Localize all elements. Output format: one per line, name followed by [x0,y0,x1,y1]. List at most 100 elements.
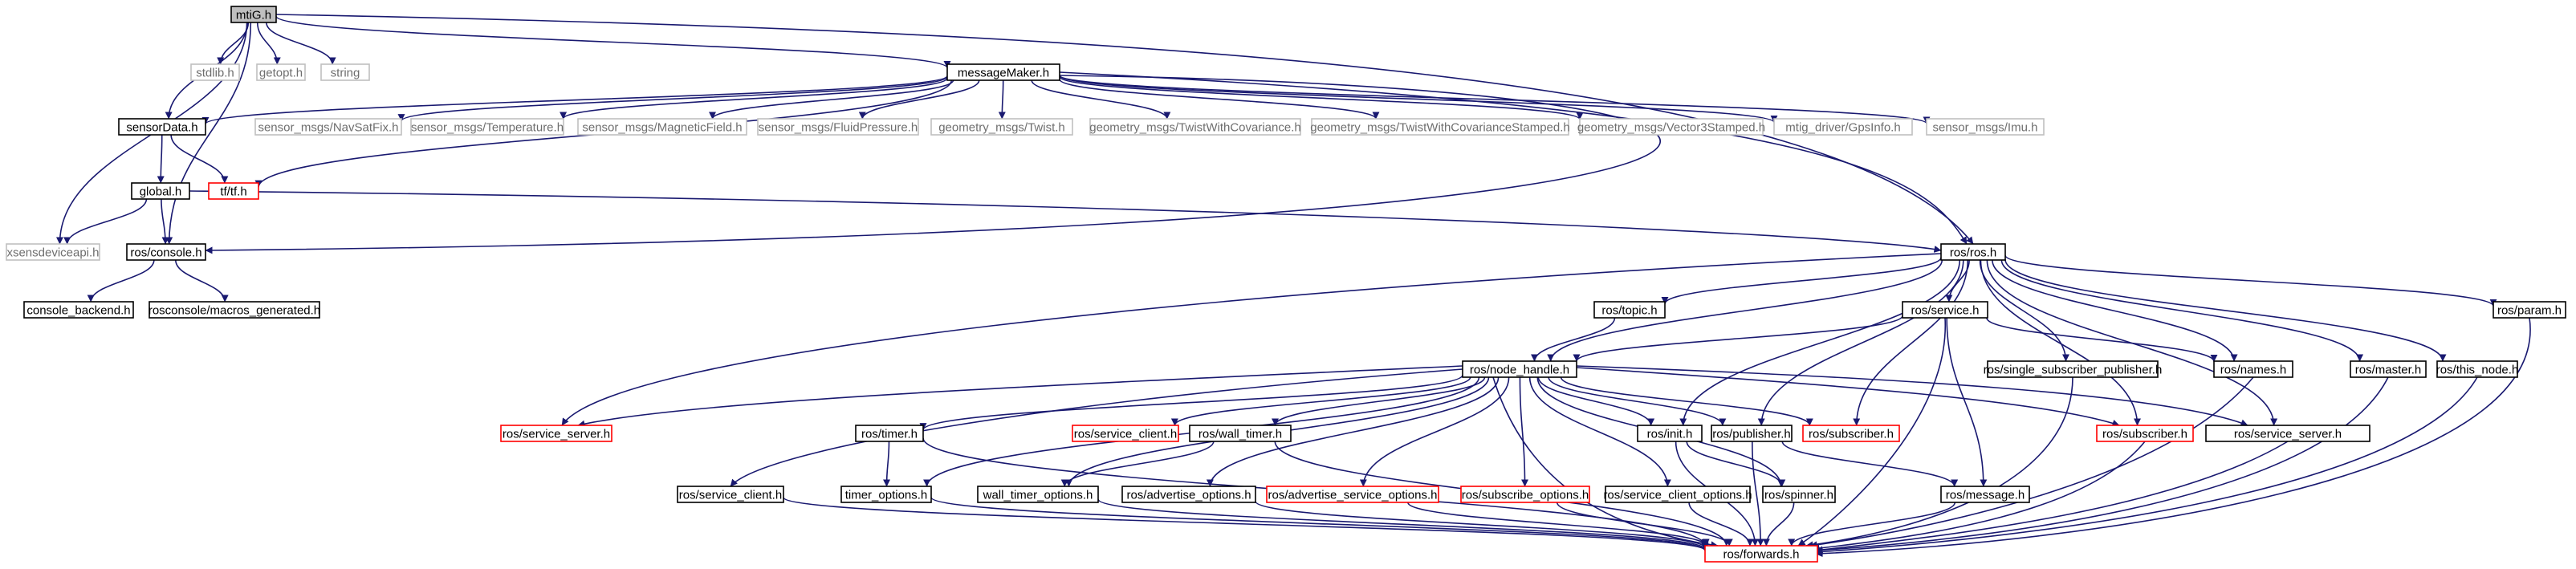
node-advertiseserviceoptions[interactable]: ros/advertise_service_options.h [1266,486,1439,503]
node-label-twistcov: geometry_msgs/TwistWithCovariance.h [1089,121,1300,135]
node-walltimeroptions[interactable]: wall_timer_options.h [977,486,1099,503]
node-names[interactable]: ros/names.h [2213,360,2293,378]
node-label-thisnode: ros/this_node.h [2436,364,2519,377]
node-box-string [320,63,370,81]
node-label-getopt: getopt.h [259,67,303,80]
node-box-spinner [1762,486,1836,503]
edge-messageMaker-to-navsat [397,75,948,122]
edge-messageMaker-to-imu [1059,75,1931,124]
node-label-twist: geometry_msgs/Twist.h [938,121,1065,135]
edge-nodehandle-to-subscribeoptions [1519,376,1529,487]
node-box-vector3 [1579,118,1764,136]
edge-messageMaker-to-twist [998,79,1006,120]
edge-names-to-forwards [1809,376,2254,549]
node-box-console [126,243,206,261]
node-messageMaker[interactable]: messageMaker.h [946,63,1060,81]
node-twistcov: geometry_msgs/TwistWithCovariance.h [1089,118,1301,136]
node-box-sensorData [118,118,206,136]
node-serviceclient2[interactable]: ros/service_client.h [677,486,784,503]
node-consolebackend[interactable]: console_backend.h [23,301,134,319]
node-label-sensorData: sensorData.h [126,121,197,135]
node-publisher[interactable]: ros/publisher.h [1711,425,1793,442]
node-subscriber1[interactable]: ros/subscriber.h [1802,425,1900,442]
node-label-magnetic: sensor_msgs/MagneticField.h [582,121,742,135]
node-console[interactable]: ros/console.h [126,243,206,261]
node-label-stdlib: stdlib.h [196,67,234,80]
node-serviceclientoptions[interactable]: ros/service_client_options.h [1603,486,1752,503]
node-label-serviceclient2: ros/service_client.h [679,489,782,502]
edge-subscriber2-to-forwards [1812,441,2146,552]
node-label-walltimer: ros/wall_timer.h [1198,428,1282,441]
node-label-init: ros/init.h [1647,428,1693,441]
node-singlepub[interactable]: ros/single_subscriber_publisher.h [1984,360,2163,378]
node-timeroptions[interactable]: timer_options.h [840,486,932,503]
node-label-topic: ros/topic.h [1601,304,1657,318]
node-box-twistcovst [1311,118,1569,136]
node-box-serviceserver1 [500,425,612,442]
node-subscribeoptions[interactable]: ros/subscribe_options.h [1460,486,1590,503]
edge-ros-to-names [1992,259,2238,362]
node-box-magnetic [577,118,747,136]
node-tf[interactable]: tf/tf.h [208,182,259,200]
edge-message-to-forwards [1788,502,1956,547]
node-box-subscribeoptions [1460,486,1590,503]
node-box-gpsinfo [1773,118,1913,136]
node-imu: sensor_msgs/Imu.h [1926,118,2045,136]
node-vector3: geometry_msgs/Vector3Stamped.h [1577,118,1765,136]
node-advertiseoptions[interactable]: ros/advertise_options.h [1121,486,1256,503]
node-box-timer [855,425,924,442]
node-message[interactable]: ros/message.h [1940,486,2030,503]
node-label-subscribeoptions: ros/subscribe_options.h [1462,489,1589,502]
node-label-singlepub: ros/single_subscriber_publisher.h [1984,364,2163,377]
node-box-serviceclient1 [1072,425,1179,442]
node-global[interactable]: global.h [131,182,190,200]
node-box-subscriber1 [1802,425,1900,442]
node-label-twistcovst: geometry_msgs/TwistWithCovarianceStamped… [1310,121,1569,135]
node-temperature: sensor_msgs/Temperature.h [410,118,564,136]
edge-mtiG-to-messageMaker [275,15,951,69]
edge-global-to-console [161,198,169,245]
node-label-service: ros/service.h [1911,304,1979,318]
node-serviceserver1[interactable]: ros/service_server.h [500,425,612,442]
edge-service-to-message [1946,317,1988,487]
node-label-xsens: xsensdeviceapi.h [6,246,99,260]
node-serviceclient1[interactable]: ros/service_client.h [1072,425,1179,442]
edge-messageMaker-to-fluid [858,79,980,120]
node-label-fluid: sensor_msgs/FluidPressure.h [759,121,918,135]
node-box-twist [930,118,1073,136]
edge-nodehandle-to-advertiseserviceoptions [1359,376,1510,487]
node-sensorData[interactable]: sensorData.h [118,118,206,136]
node-box-publisher [1711,425,1793,442]
node-param[interactable]: ros/param.h [2493,301,2566,319]
edge-init-to-spinner [1686,441,1786,487]
node-timer[interactable]: ros/timer.h [855,425,924,442]
node-subscriber2[interactable]: ros/subscriber.h [2096,425,2194,442]
node-mtiG[interactable]: mtiG.h [230,6,277,23]
node-topic[interactable]: ros/topic.h [1593,301,1666,319]
node-master[interactable]: ros/master.h [2350,360,2427,378]
node-label-spinner: ros/spinner.h [1764,489,1833,502]
node-serviceserver2[interactable]: ros/service_server.h [2205,425,2370,442]
node-service[interactable]: ros/service.h [1902,301,1988,319]
node-label-advertiseoptions: ros/advertise_options.h [1126,489,1251,502]
node-box-singlepub [1987,360,2159,378]
node-spinner[interactable]: ros/spinner.h [1762,486,1836,503]
node-label-serviceclient1: ros/service_client.h [1074,428,1177,441]
node-label-forwards: ros/forwards.h [1723,548,1799,562]
node-macros[interactable]: rosconsole/macros_generated.h [149,301,320,319]
node-label-consolebackend: console_backend.h [26,304,130,318]
node-nodehandle[interactable]: ros/node_handle.h [1462,360,1577,378]
node-walltimer[interactable]: ros/wall_timer.h [1189,425,1292,442]
edge-serviceclientoptions-to-forwards [1688,502,1754,547]
node-box-names [2213,360,2293,378]
node-ros[interactable]: ros/ros.h [1940,243,2006,261]
edge-nodehandle-to-timer [919,374,1463,431]
node-box-init [1637,425,1703,442]
node-box-ros [1940,243,2006,261]
node-init[interactable]: ros/init.h [1637,425,1703,442]
edge-mtiG-to-stdlib [217,22,250,65]
node-forwards[interactable]: ros/forwards.h [1704,545,1818,563]
node-box-global [131,182,190,200]
node-thisnode[interactable]: ros/this_node.h [2436,360,2519,378]
